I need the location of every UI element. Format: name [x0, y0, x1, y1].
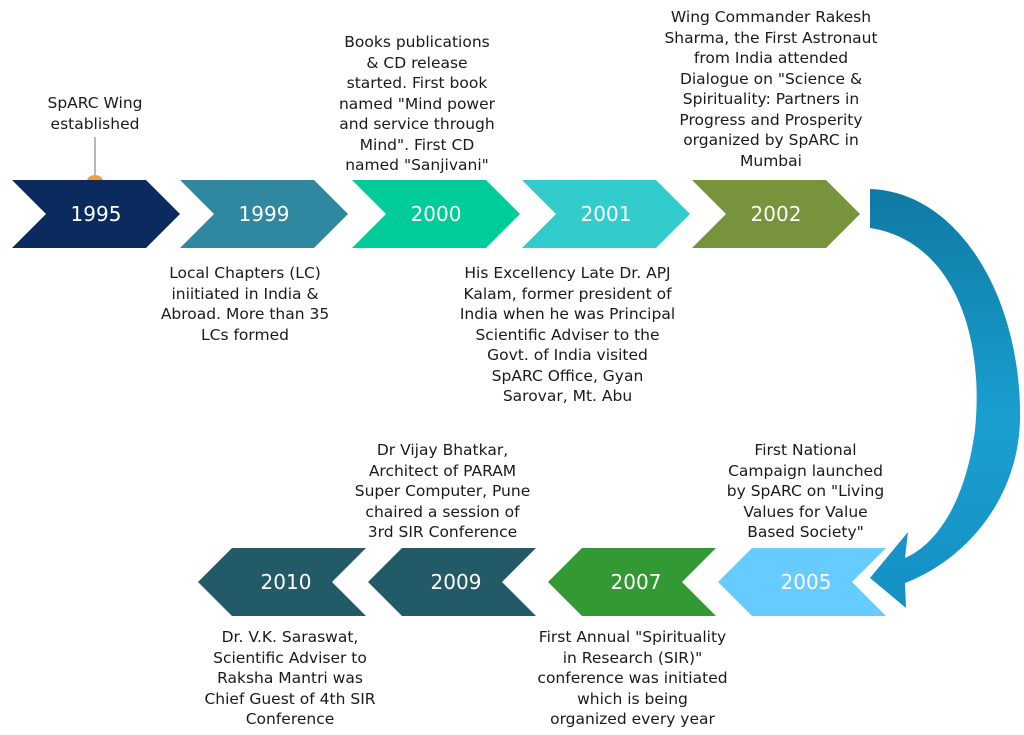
year-label: 1999 [239, 202, 290, 226]
note-2002: Wing Commander Rakesh Sharma, the First … [664, 8, 878, 170]
year-label: 1995 [71, 202, 122, 226]
chevron-shape [718, 548, 886, 616]
chevron-2001: 2001 [522, 180, 690, 248]
chevron-2007: 2007 [548, 548, 716, 616]
chevron-2009: 2009 [368, 548, 536, 616]
chevron-shape [12, 180, 180, 248]
note-2010: Dr. V.K. Saraswat, Scientific Adviser to… [204, 628, 376, 728]
chevron-2002: 2002 [692, 180, 860, 248]
year-label: 2007 [611, 570, 662, 594]
chevron-2000: 2000 [352, 180, 520, 248]
year-label: 2009 [431, 570, 482, 594]
chevron-2010: 2010 [198, 548, 366, 616]
note-2000: Books publications & CD release started.… [338, 33, 496, 174]
chevron-shape [692, 180, 860, 248]
note-2007: First Annual "Spirituality in Research (… [537, 628, 728, 728]
chevron-shape [352, 180, 520, 248]
chevron-2005: 2005 [718, 548, 886, 616]
year-label: 2010 [261, 570, 312, 594]
chevron-1995: 1995 [12, 180, 180, 248]
year-label: 2000 [411, 202, 462, 226]
curved-connector-arrow [870, 189, 1021, 608]
year-label: 2001 [581, 202, 632, 226]
note-2009: Dr Vijay Bhatkar, Architect of PARAM Sup… [354, 441, 531, 541]
chevron-shape [180, 180, 348, 248]
chevron-shape [522, 180, 690, 248]
note-1999: Local Chapters (LC) iniitiated in India … [160, 264, 330, 344]
note-2005: First National Campaign launched by SpAR… [726, 441, 885, 541]
note-1995: SpARC Wing established [47, 94, 143, 133]
chevron-shape [198, 548, 366, 616]
year-label: 2005 [781, 570, 832, 594]
chevron-shape [548, 548, 716, 616]
chevron-shape [368, 548, 536, 616]
note-2001: His Excellency Late Dr. APJ Kalam, forme… [459, 264, 676, 405]
year-label: 2002 [751, 202, 802, 226]
chevron-1999: 1999 [180, 180, 348, 248]
